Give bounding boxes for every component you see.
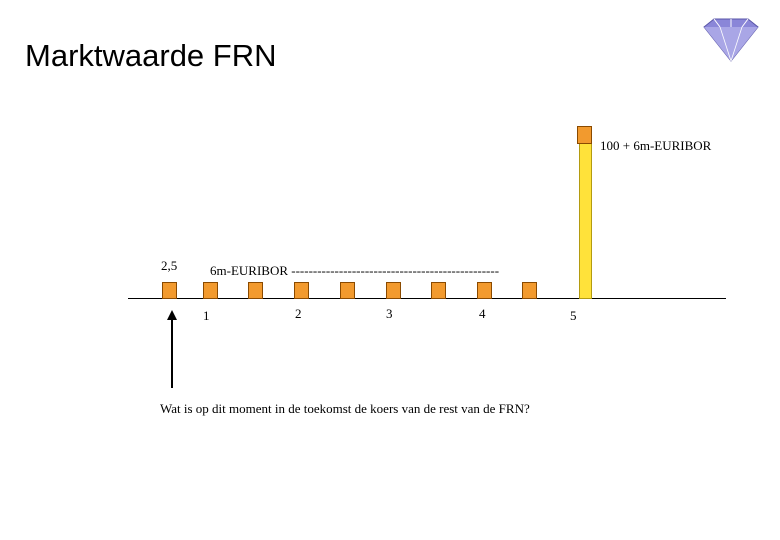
coupon-bar [162,282,177,299]
final-coupon-bar [577,126,592,144]
page-title: Marktwaarde FRN [25,38,277,73]
coupon-bar [522,282,537,299]
period-label-2: 2 [295,306,302,321]
principal-bar [579,143,592,299]
coupon-bar [386,282,401,299]
coupon-bar [477,282,492,299]
period-label-5: 5 [570,308,577,323]
diamond-logo-icon [703,18,759,62]
arrow-up-icon [167,310,177,388]
period-label-4: 4 [479,306,486,321]
coupon-bar [340,282,355,299]
coupon-bar [294,282,309,299]
coupon-value-label: 2,5 [161,258,178,273]
coupon-bar [248,282,263,299]
period-label-1: 1 [203,308,210,323]
coupon-bar [431,282,446,299]
timeline-axis [128,298,726,299]
coupon-bar [203,282,218,299]
floating-rate-label: 6m-EURIBOR -----------------------------… [210,263,500,278]
question-text: Wat is op dit moment in de toekomst de k… [160,401,530,416]
period-label-3: 3 [386,306,393,321]
final-payment-label: 100 + 6m-EURIBOR [600,138,712,153]
